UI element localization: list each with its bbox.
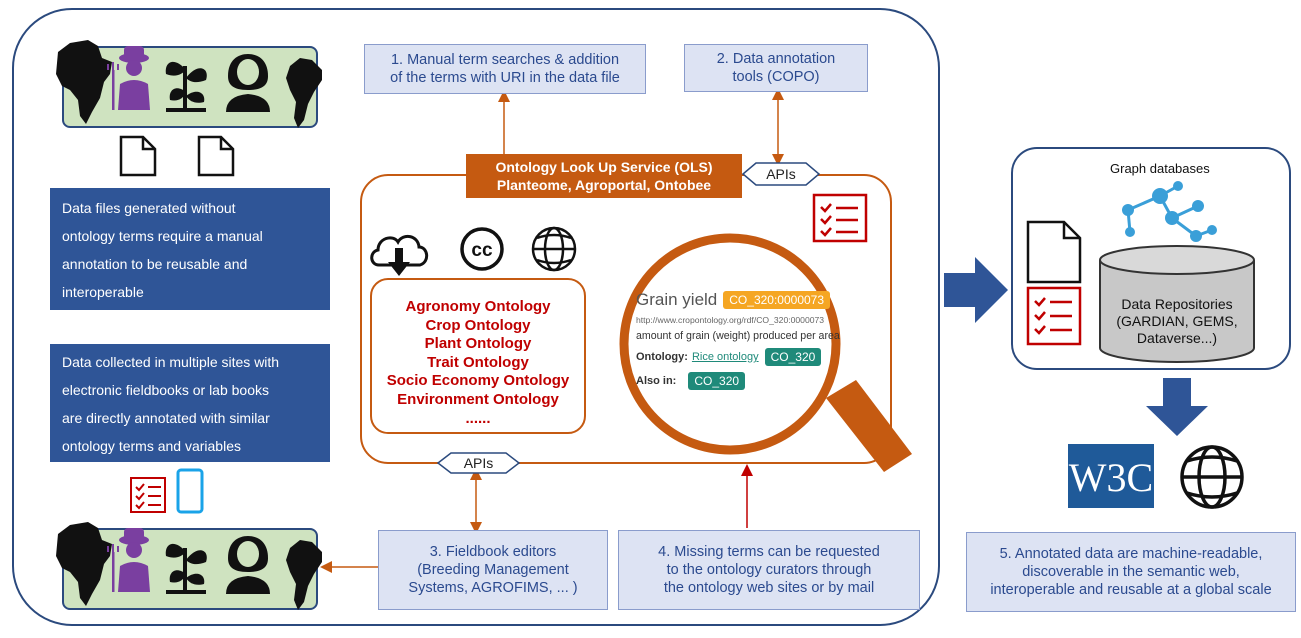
also-in-chip: CO_320 [688, 372, 746, 390]
globe-icon [531, 226, 577, 272]
term-description: amount of grain (weight) produced per ar… [636, 330, 840, 342]
africa-icon [56, 40, 112, 124]
ontology-link[interactable]: Rice ontology [691, 351, 759, 363]
step3-box: 3. Fieldbook editors (Breeding Management… [378, 530, 608, 610]
note-line: are directly annotated with similar [62, 410, 270, 426]
ontology-item: Plant Ontology [424, 335, 532, 353]
step5-line: discoverable in the semantic web, [1022, 564, 1240, 580]
document-icon [197, 135, 235, 177]
ontology-item: Environment Ontology [397, 390, 559, 408]
note-line: interoperable [62, 284, 144, 300]
ontology-item: Crop Ontology [425, 316, 531, 334]
step2-line: tools (COPO) [732, 69, 820, 85]
note-line: Data collected in multiple sites with [62, 354, 280, 370]
step4-line: 4. Missing terms can be requested [658, 544, 880, 560]
globe-icon [1180, 445, 1244, 509]
api-label-top: APIs [766, 166, 796, 182]
term-id-chip: CO_320:0000073 [723, 291, 831, 309]
person-icon [226, 54, 270, 112]
person-icon [226, 536, 270, 594]
ontology-item: Agronomy Ontology [405, 298, 551, 315]
repo-line: Data Repositories [1121, 296, 1233, 312]
ontology-label: Ontology: [636, 351, 688, 363]
database-icon [1099, 245, 1255, 363]
ontology-list-box [370, 278, 586, 434]
note-line: electronic fieldbooks or lab books [62, 382, 270, 398]
step5-line: 5. Annotated data are machine-readable, [999, 546, 1263, 562]
ontology-list: Agronomy Ontology Crop Ontology Plant On… [372, 298, 584, 428]
main-workflow-frame [12, 8, 940, 626]
ontology-item: Trait Ontology [427, 353, 529, 371]
south-america-icon [286, 58, 322, 128]
w3c-logo: W3C [1068, 444, 1154, 508]
step1-box: 1. Manual term searches & addition of the… [364, 44, 646, 94]
graph-databases-frame [1011, 147, 1291, 370]
note-line: ontology terms require a manual [62, 228, 263, 244]
farmer-icon [107, 528, 150, 592]
africa-icon [56, 522, 112, 606]
step2-line: 2. Data annotation [716, 51, 836, 67]
note-line: ontology terms and variables [62, 438, 241, 454]
step3-line: 3. Fieldbook editors [429, 544, 557, 560]
seedling-icon [165, 61, 207, 112]
step4-line: to the ontology curators through [666, 562, 872, 578]
checklist-icon [812, 193, 868, 243]
graph-databases-title: Graph databases [1110, 161, 1210, 176]
data-repositories-label: Data Repositories (GARDIAN, GEMS, Datave… [1100, 296, 1254, 347]
manual-annotation-note: Data files generated without ontology te… [50, 188, 330, 310]
farmer-icon [107, 46, 150, 110]
document-icon [119, 135, 157, 177]
step5-box: 5. Annotated data are machine-readable, d… [966, 532, 1296, 612]
ols-title-line: Planteome, Agroportal, Ontobee [496, 177, 712, 193]
ols-title-line: Ontology Look Up Service (OLS) [495, 159, 713, 175]
ols-banner: Ontology Look Up Service (OLS) Planteome,… [466, 154, 742, 198]
ontology-id-chip: CO_320 [764, 348, 822, 366]
step5-line: interoperable and reusable at a global s… [990, 582, 1272, 598]
svg-text:W3C: W3C [1069, 455, 1153, 500]
term-title: Grain yield [636, 290, 718, 309]
cloud-download-icon [370, 234, 429, 276]
seedling-icon [165, 543, 207, 594]
step2-box: 2. Data annotation tools (COPO) [684, 44, 868, 92]
checklist-icon [130, 477, 166, 513]
arrow-right-big [944, 257, 1008, 323]
note-line: annotation to be reusable and [62, 256, 248, 272]
step3-line: Systems, AGROFIMS, ... ) [408, 580, 578, 596]
network-graph-icon [1122, 181, 1217, 242]
ontology-item: ...... [465, 409, 491, 427]
step4-line: the ontology web sites or by mail [663, 580, 875, 596]
api-label-bottom: APIs [463, 455, 494, 471]
collected-data-note: Data collected in multiple sites with el… [50, 344, 330, 462]
repo-line: Dataverse...) [1136, 330, 1218, 346]
document-icon [1026, 220, 1082, 284]
term-url: http://www.cropontology.org/rdf/CO_320:0… [636, 315, 825, 325]
api-tag-top [741, 162, 821, 186]
tablet-icon [176, 468, 204, 514]
step1-line: 1. Manual term searches & addition [390, 52, 620, 68]
term-card: Grain yield CO_320:0000073 http://www.cr… [636, 290, 840, 390]
step1-line: of the terms with URI in the data file [390, 70, 620, 86]
checklist-icon [1026, 286, 1082, 346]
data-producers-bottom [62, 528, 318, 610]
repo-line: (GARDIAN, GEMS, [1116, 313, 1238, 329]
step4-box: 4. Missing terms can be requested to the … [618, 530, 920, 610]
also-in-label: Also in: [636, 375, 677, 387]
arrow-down-big [1146, 378, 1208, 436]
south-america-icon [286, 540, 322, 610]
data-producers-top [62, 46, 318, 128]
creative-commons-icon: cc [460, 227, 504, 271]
ontology-item: Socio Economy Ontology [386, 372, 570, 390]
api-tag-bottom [436, 452, 521, 474]
step3-line: (Breeding Management [417, 562, 569, 578]
svg-text:cc: cc [471, 240, 493, 261]
note-line: Data files generated without [62, 200, 236, 216]
